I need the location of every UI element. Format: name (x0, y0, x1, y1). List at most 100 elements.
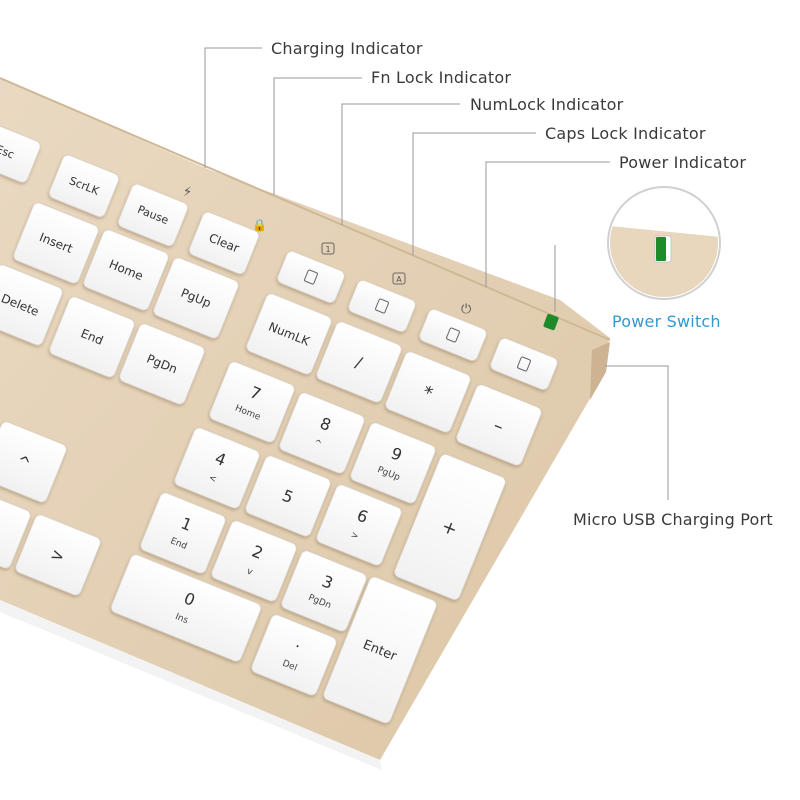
key-enter[interactable]: Enter (322, 575, 438, 724)
key-home-cap[interactable] (82, 228, 170, 312)
key-pgup-cap[interactable] (152, 256, 240, 340)
key-n5-cap[interactable] (244, 454, 332, 538)
key-insert[interactable]: Insert (12, 201, 100, 285)
key-f-c-cap[interactable] (418, 308, 488, 363)
callout-numlock-indicator: NumLock Indicator (470, 95, 624, 114)
key-plus-cap[interactable] (393, 453, 507, 602)
key-esc-label: Esc (0, 142, 16, 161)
key-pause[interactable]: Pause (117, 182, 190, 247)
key-f-a-icon (304, 269, 318, 285)
key-n9-cap[interactable] (349, 421, 437, 505)
keys-layer: EscScrLKPauseClearInsertHomePgUpDeleteEn… (0, 120, 559, 724)
key-n8[interactable]: 8^ (278, 391, 366, 475)
callout-charging-indicator: Charging Indicator (271, 39, 423, 58)
key-right-label: > (48, 544, 68, 567)
power-switch-led[interactable] (543, 313, 559, 331)
key-n6[interactable]: 6> (315, 483, 403, 567)
key-clear[interactable]: Clear (188, 210, 261, 275)
key-slash[interactable]: / (315, 320, 403, 404)
key-n8-cap[interactable] (278, 391, 366, 475)
key-n5[interactable]: 5 (244, 454, 332, 538)
key-f-d[interactable] (489, 337, 559, 392)
key-end-cap[interactable] (48, 295, 136, 379)
key-dot-label: · (292, 636, 304, 656)
key-f-c[interactable] (418, 308, 488, 363)
key-n4[interactable]: 4< (173, 426, 261, 510)
key-n0-sublabel: Ins (174, 612, 190, 626)
key-n2-cap[interactable] (210, 519, 298, 603)
key-plus-label: + (439, 516, 461, 541)
key-plus[interactable]: + (393, 453, 507, 602)
callout-leaders (204, 47, 669, 500)
key-left-partial[interactable] (0, 486, 32, 570)
key-esc-cap[interactable] (0, 120, 42, 184)
key-esc[interactable]: Esc (0, 120, 42, 184)
key-n1-cap[interactable] (139, 491, 227, 575)
callout-fn-lock-indicator: Fn Lock Indicator (371, 68, 511, 87)
key-scrlk-cap[interactable] (48, 153, 121, 218)
caps-lock-indicator-icon (392, 272, 406, 285)
key-asterisk-cap[interactable] (384, 350, 472, 434)
key-left-partial-cap[interactable] (0, 486, 32, 570)
key-insert-cap[interactable] (12, 201, 100, 285)
key-right[interactable]: > (14, 513, 102, 597)
key-n2-sublabel: v (245, 566, 254, 578)
key-n2[interactable]: 2v (210, 519, 298, 603)
key-home[interactable]: Home (82, 228, 170, 312)
key-up[interactable]: ^ (0, 420, 68, 504)
key-dot-cap[interactable] (250, 613, 338, 697)
caps-lock-indicator-mark: A (396, 275, 402, 284)
key-delete[interactable]: Delete (0, 263, 64, 347)
key-f-b-icon (375, 298, 389, 314)
key-f-a-cap[interactable] (276, 250, 346, 305)
callout-power-switch: Power Switch (612, 312, 721, 331)
key-up-cap[interactable] (0, 420, 68, 504)
key-f-d-cap[interactable] (489, 337, 559, 392)
key-pgup[interactable]: PgUp (152, 256, 240, 340)
numlock-indicator-icon (321, 242, 335, 255)
key-f-a[interactable] (276, 250, 346, 305)
key-end[interactable]: End (48, 295, 136, 379)
key-f-d-icon (517, 356, 531, 372)
callout-caps-lock-indicator: Caps Lock Indicator (545, 124, 706, 143)
key-n4-cap[interactable] (173, 426, 261, 510)
key-n7-cap[interactable] (208, 360, 296, 444)
key-delete-cap[interactable] (0, 263, 64, 347)
key-dot[interactable]: ·Del (250, 613, 338, 697)
key-up-label: ^ (14, 451, 34, 474)
callout-micro-usb-port: Micro USB Charging Port (573, 510, 773, 529)
key-scrlk[interactable]: ScrLK (48, 153, 121, 218)
key-f-b-cap[interactable] (347, 279, 417, 334)
fn-lock-indicator-icon: 🔒 (252, 218, 267, 232)
key-n4-sublabel: < (207, 473, 218, 485)
key-n6-cap[interactable] (315, 483, 403, 567)
key-enter-cap[interactable] (322, 575, 438, 724)
key-n8-sublabel: ^ (312, 438, 323, 450)
key-numlk[interactable]: NumLK (245, 292, 333, 376)
key-pgdn-cap[interactable] (118, 322, 206, 406)
key-slash-cap[interactable] (315, 320, 403, 404)
key-numlk-cap[interactable] (245, 292, 333, 376)
key-minus-cap[interactable] (455, 383, 543, 467)
key-f-b[interactable] (347, 279, 417, 334)
key-pgdn[interactable]: PgDn (118, 322, 206, 406)
callout-power-indicator: Power Indicator (619, 153, 746, 172)
key-asterisk[interactable]: * (384, 350, 472, 434)
key-right-cap[interactable] (14, 513, 102, 597)
key-clear-cap[interactable] (188, 210, 261, 275)
charging-indicator-icon: ⚡ (183, 185, 192, 200)
key-pause-cap[interactable] (117, 182, 190, 247)
key-n0-cap[interactable] (109, 553, 262, 663)
key-minus[interactable]: – (455, 383, 543, 467)
key-n6-sublabel: > (349, 530, 360, 542)
key-f-c-icon (446, 327, 460, 343)
key-n3-cap[interactable] (280, 549, 368, 633)
power-switch-zoom (607, 186, 721, 300)
numlock-indicator-mark: 1 (325, 245, 330, 254)
